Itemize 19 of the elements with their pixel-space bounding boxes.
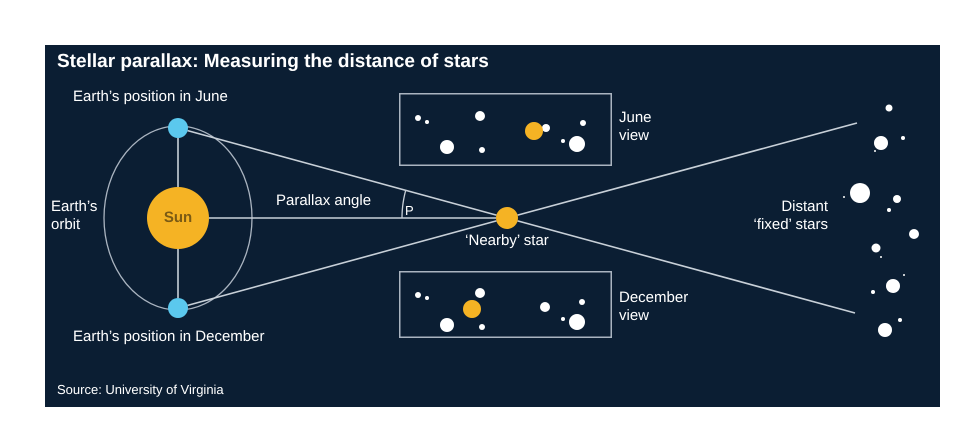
sight-line — [517, 122, 858, 216]
sight-line — [177, 249, 179, 298]
view-label: June view — [619, 109, 653, 145]
position-label: Earth’s position in June — [73, 88, 228, 106]
sight-line — [187, 220, 497, 306]
title: Stellar parallax: Measuring the distance of stars — [57, 51, 489, 73]
angle-label: Parallax angle — [276, 192, 372, 210]
source-note: Source: University of Virginia — [57, 382, 224, 397]
sight-line — [187, 130, 497, 216]
distant-stars-label: Distant ‘fixed’ stars — [752, 198, 828, 234]
view-label: December view — [619, 289, 690, 325]
sun-label: Sun — [162, 209, 194, 227]
position-label: Earth’s position in December — [73, 328, 264, 346]
star-label: ‘Nearby’ star — [464, 232, 550, 250]
sight-line — [517, 220, 856, 314]
orbit-label: Earth’s orbit — [51, 198, 98, 234]
sight-line — [177, 138, 179, 187]
angle-symbol: P — [405, 202, 414, 220]
sight-line — [209, 217, 496, 219]
